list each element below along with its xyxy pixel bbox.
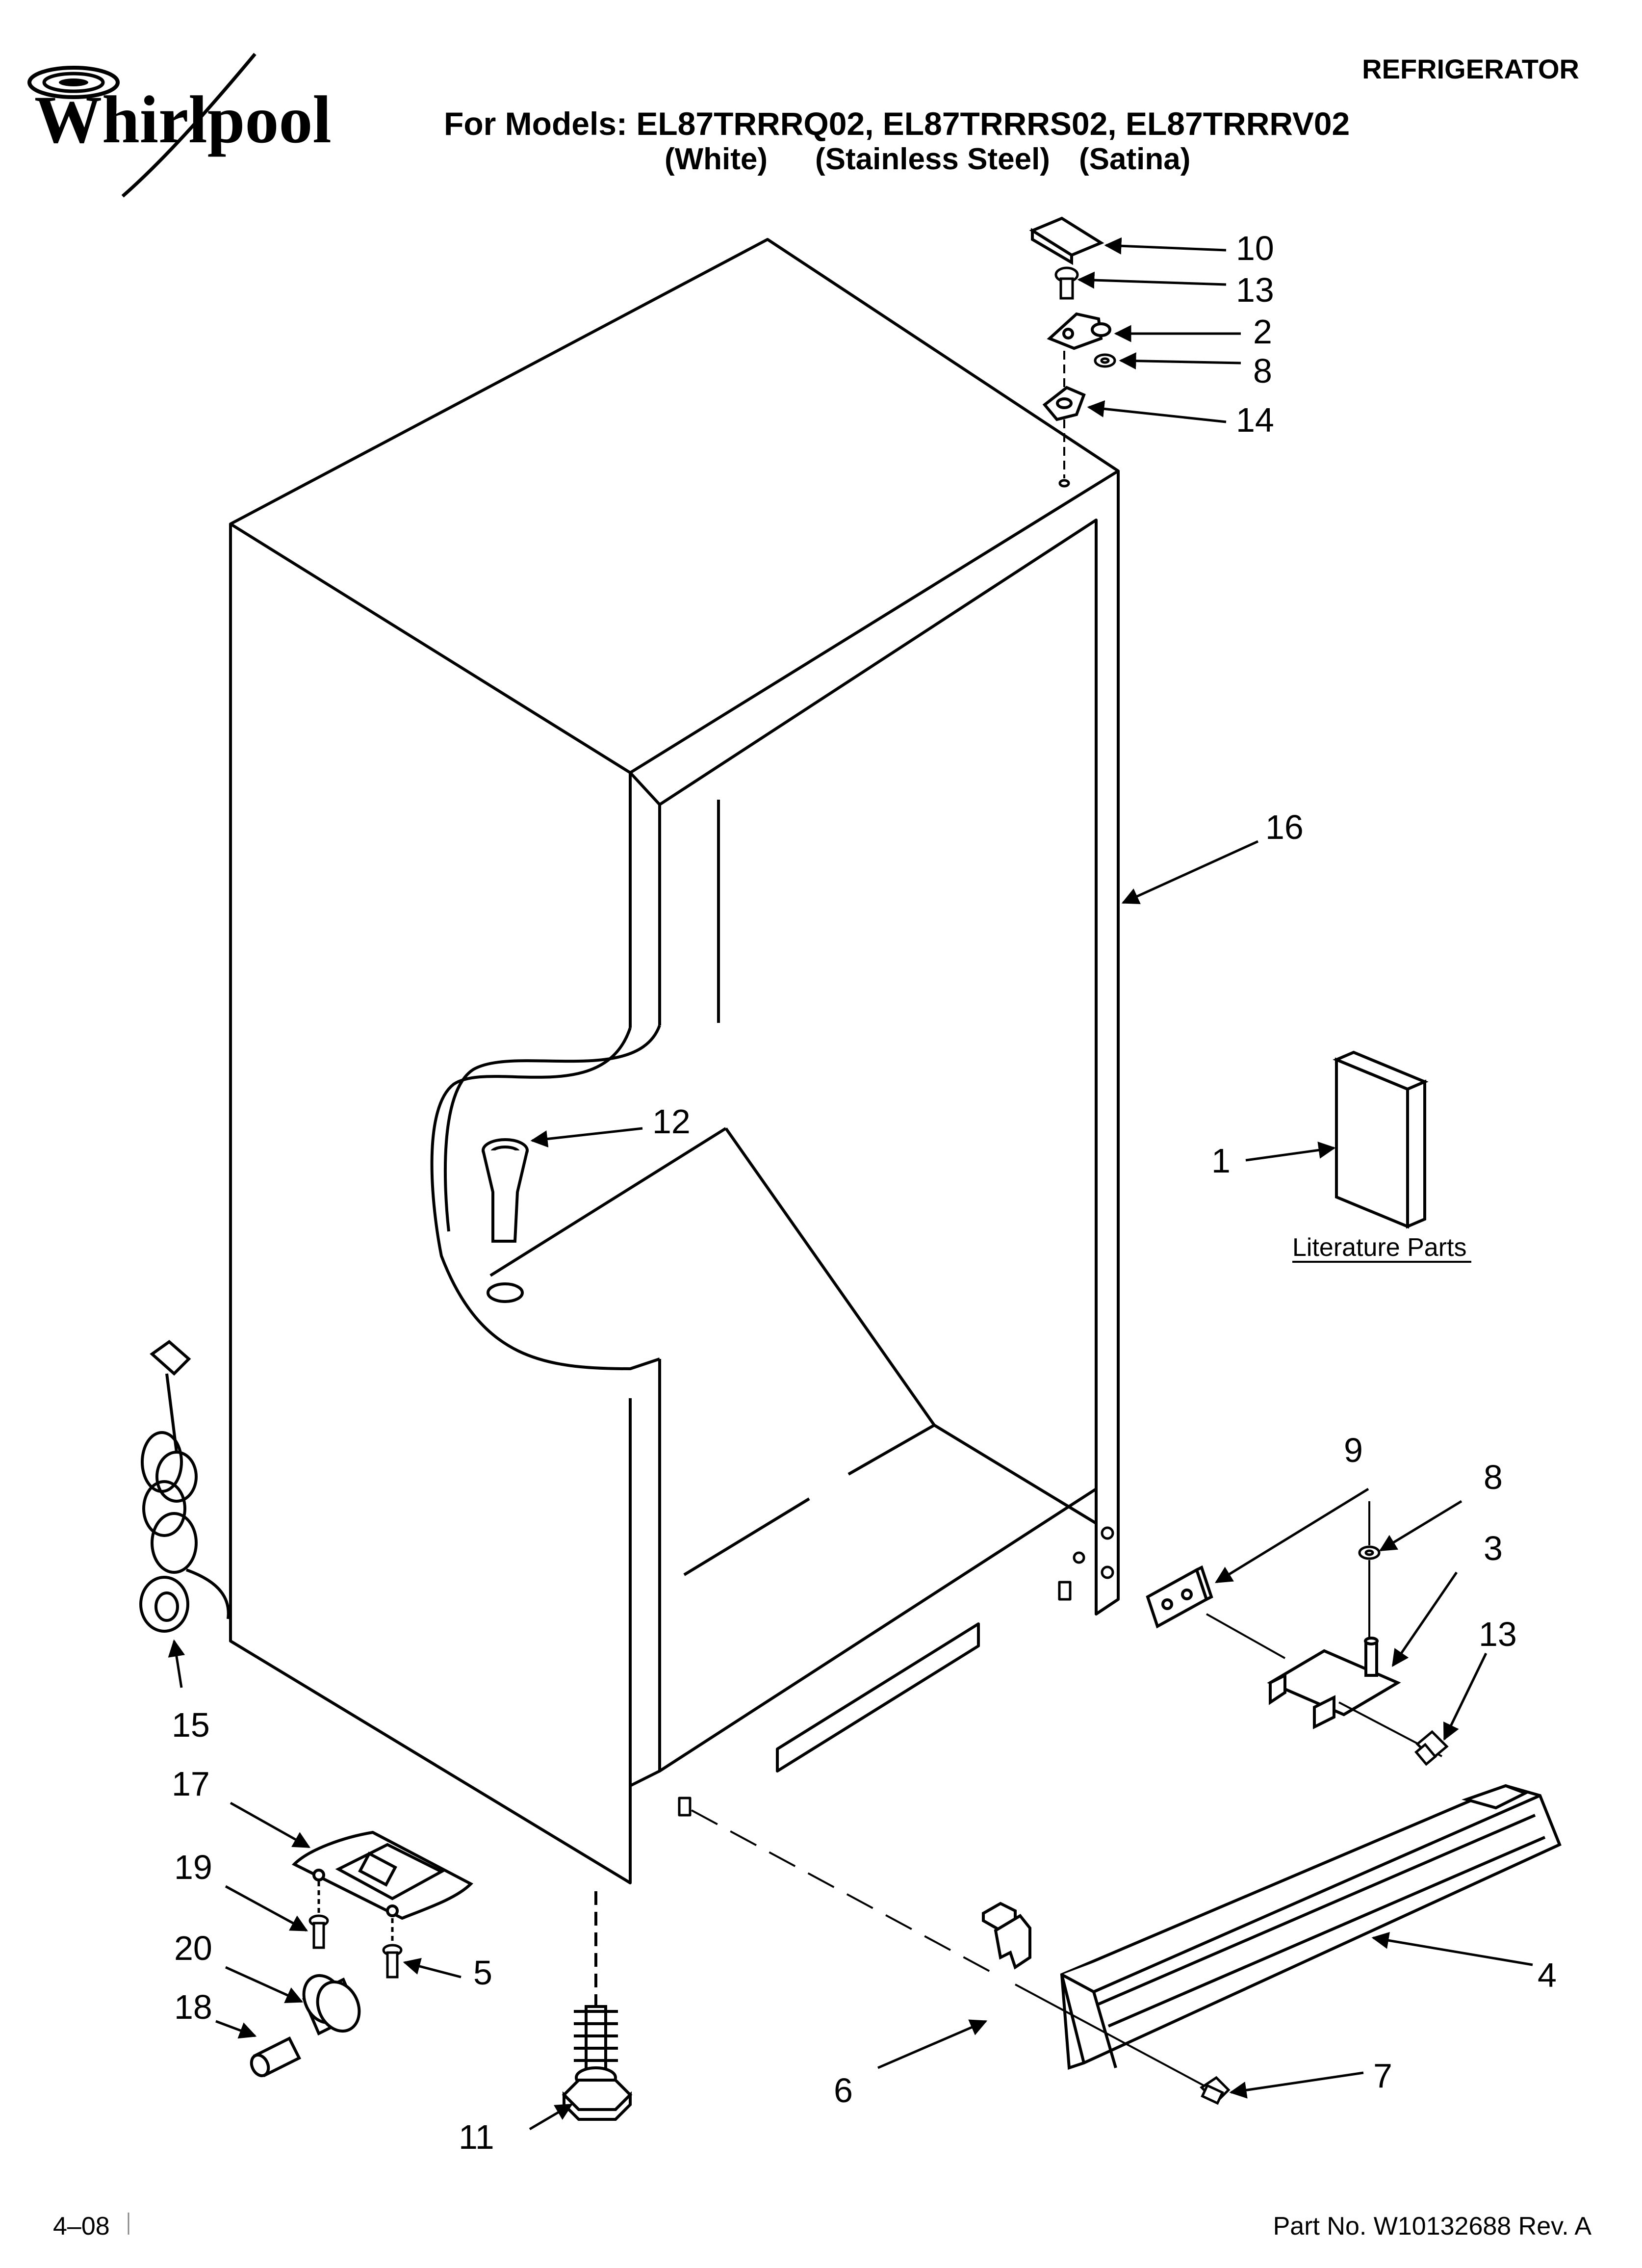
callout-11: 11	[459, 2118, 494, 2156]
brand-name: Whirlpool	[34, 82, 332, 157]
bottom-hinge	[1267, 1637, 1442, 1757]
grille-clip	[982, 1902, 1031, 1970]
hinge-screw-bottom	[1414, 1730, 1449, 1766]
callout-8-bottom: 8	[1484, 1458, 1503, 1496]
category-label: REFRIGERATOR	[1362, 53, 1579, 84]
literature-booklet	[1333, 1050, 1429, 1229]
hinge-washer-top	[1094, 353, 1116, 368]
callout-13-top: 13	[1236, 271, 1274, 309]
footer-part-number: Part No. W10132688 Rev. A	[1273, 2212, 1592, 2241]
models-line: For Models: EL87TRRRQ02, EL87TRRRS02, EL…	[444, 105, 1350, 142]
callout-16: 16	[1265, 808, 1304, 846]
roller-axle	[250, 2036, 302, 2078]
whirlpool-logo: Whirlpool	[27, 52, 332, 198]
callout-20: 20	[174, 1929, 212, 1967]
callout-17: 17	[172, 1765, 210, 1803]
color-stainless-steel: (Stainless Steel)	[815, 142, 1050, 176]
hinge-bracket-plate	[1146, 1565, 1285, 1659]
bracket-screw-19	[308, 1881, 329, 1949]
cabinet-vent-slot	[776, 1622, 980, 1773]
bracket-screw-5	[382, 1918, 403, 1979]
leveling-leg	[562, 1891, 633, 2121]
callout-14: 14	[1236, 401, 1274, 439]
callout-5: 5	[473, 1954, 492, 1992]
callout-8-top: 8	[1253, 352, 1272, 390]
callout-3: 3	[1484, 1529, 1503, 1567]
leader-lines	[168, 237, 1533, 2131]
callout-18: 18	[174, 1988, 212, 2026]
callout-13-bottom: 13	[1479, 1615, 1517, 1653]
hinge-cover	[1029, 216, 1104, 265]
cabinet-cutaway	[430, 1027, 660, 1370]
literature-parts-label: Literature Parts	[1292, 1233, 1467, 1262]
drain-tube	[482, 1138, 529, 1303]
power-cord	[139, 1340, 230, 1633]
toe-grille	[1060, 1784, 1562, 2070]
color-satina: (Satina)	[1079, 142, 1190, 176]
color-white: (White)	[665, 142, 768, 176]
callout-6: 6	[834, 2071, 853, 2110]
callout-numbers: 10 13 2 8 14 16 12 1 9 8 3 13 15 17 19 2…	[172, 229, 1557, 2156]
callout-19: 19	[174, 1848, 212, 1886]
callout-9: 9	[1344, 1431, 1363, 1469]
hinge-screw-top	[1054, 266, 1079, 300]
top-hinge	[1047, 312, 1111, 350]
hinge-washer-bottom	[1358, 1501, 1381, 1648]
grille-mount-dashed-line	[691, 1809, 1001, 1978]
roller-bracket	[291, 1830, 474, 1920]
grille-screw	[1200, 2076, 1231, 2105]
cabinet-top	[229, 238, 1120, 774]
cabinet-right-flange	[658, 471, 1120, 1616]
roller-wheel	[302, 1974, 361, 2036]
callout-15: 15	[172, 1706, 210, 1744]
footer-date: 4–08	[53, 2212, 110, 2241]
callout-4: 4	[1538, 1956, 1557, 1994]
hinge-shim	[1042, 386, 1086, 421]
callout-10: 10	[1236, 229, 1274, 267]
cabinet	[229, 238, 1120, 1884]
callout-2: 2	[1253, 313, 1272, 351]
callout-12: 12	[652, 1102, 691, 1141]
callout-7: 7	[1373, 2057, 1392, 2095]
callout-1: 1	[1211, 1142, 1231, 1180]
